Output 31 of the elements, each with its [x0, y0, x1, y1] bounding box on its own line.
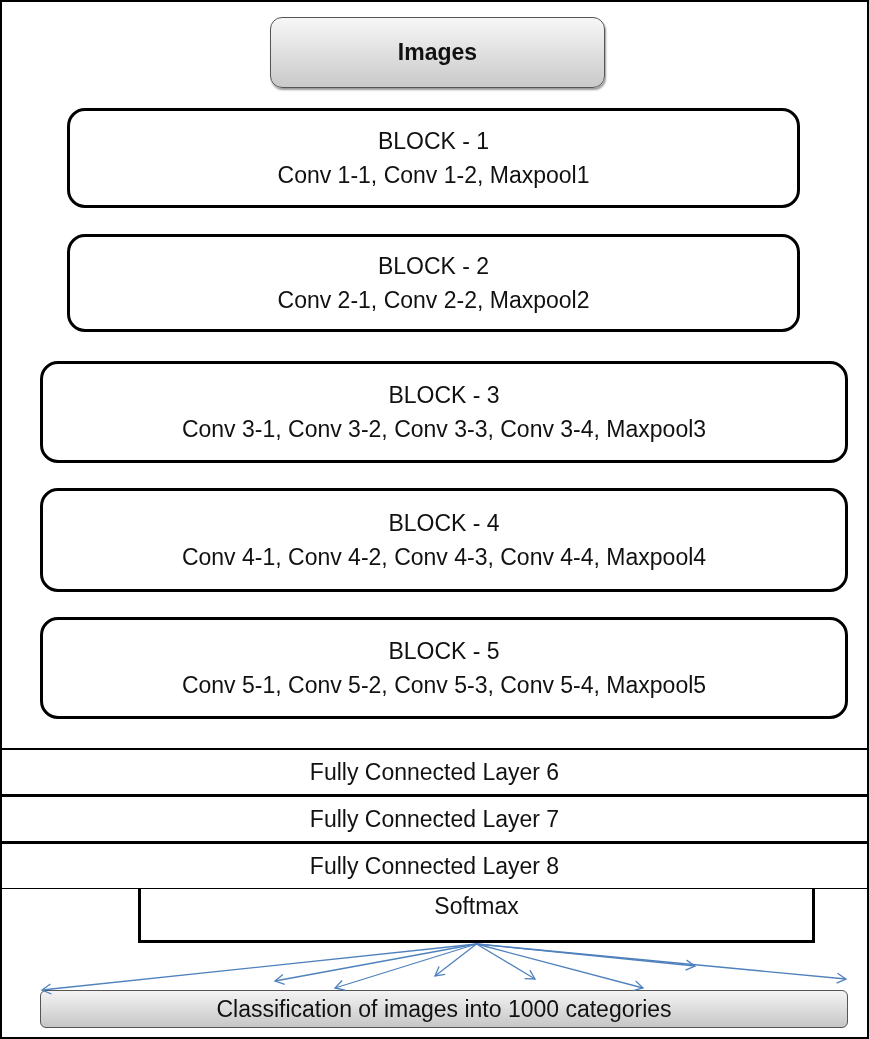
node-label: Conv 3-1, Conv 3-2, Conv 3-3, Conv 3-4, Maxpool3	[181, 416, 707, 443]
softmax-box	[138, 889, 815, 943]
layer-block	[67, 234, 800, 332]
arrow	[434, 943, 478, 977]
arrow	[41, 943, 478, 995]
block-title: BLOCK - 3	[388, 381, 500, 408]
node-label: Fully Connected Layer 8	[309, 852, 560, 880]
arrow	[475, 943, 847, 984]
block-title: BLOCK - 4	[388, 509, 500, 536]
node-label: Fully Connected Layer 6	[309, 758, 560, 786]
layer-block	[67, 108, 800, 208]
node-label: Classification of images into 1000 categories	[216, 995, 672, 1023]
node-label: Conv 2-1, Conv 2-2, Maxpool2	[277, 287, 590, 314]
output-box	[40, 990, 848, 1028]
node-label: Softmax	[434, 893, 519, 920]
node-label: Fully Connected Layer 7	[309, 805, 560, 833]
node-label: Conv 1-1, Conv 1-2, Maxpool1	[277, 162, 590, 189]
layer-block	[40, 361, 848, 463]
layer-band	[2, 842, 867, 889]
node-label: Conv 5-1, Conv 5-2, Conv 5-3, Conv 5-4, Maxpool5	[181, 672, 707, 699]
node-label: Conv 4-1, Conv 4-2, Conv 4-3, Conv 4-4, Maxpool4	[181, 544, 707, 571]
layer-band	[2, 748, 867, 795]
block-title: BLOCK - 5	[388, 637, 500, 664]
layer-band	[2, 795, 867, 842]
block-title: BLOCK - 1	[377, 127, 490, 154]
layer-block	[40, 617, 848, 719]
layer-block	[40, 488, 848, 592]
arrow	[475, 943, 536, 980]
input-box	[270, 17, 605, 88]
block-title: BLOCK - 2	[377, 252, 490, 279]
node-label: Images	[397, 39, 478, 66]
